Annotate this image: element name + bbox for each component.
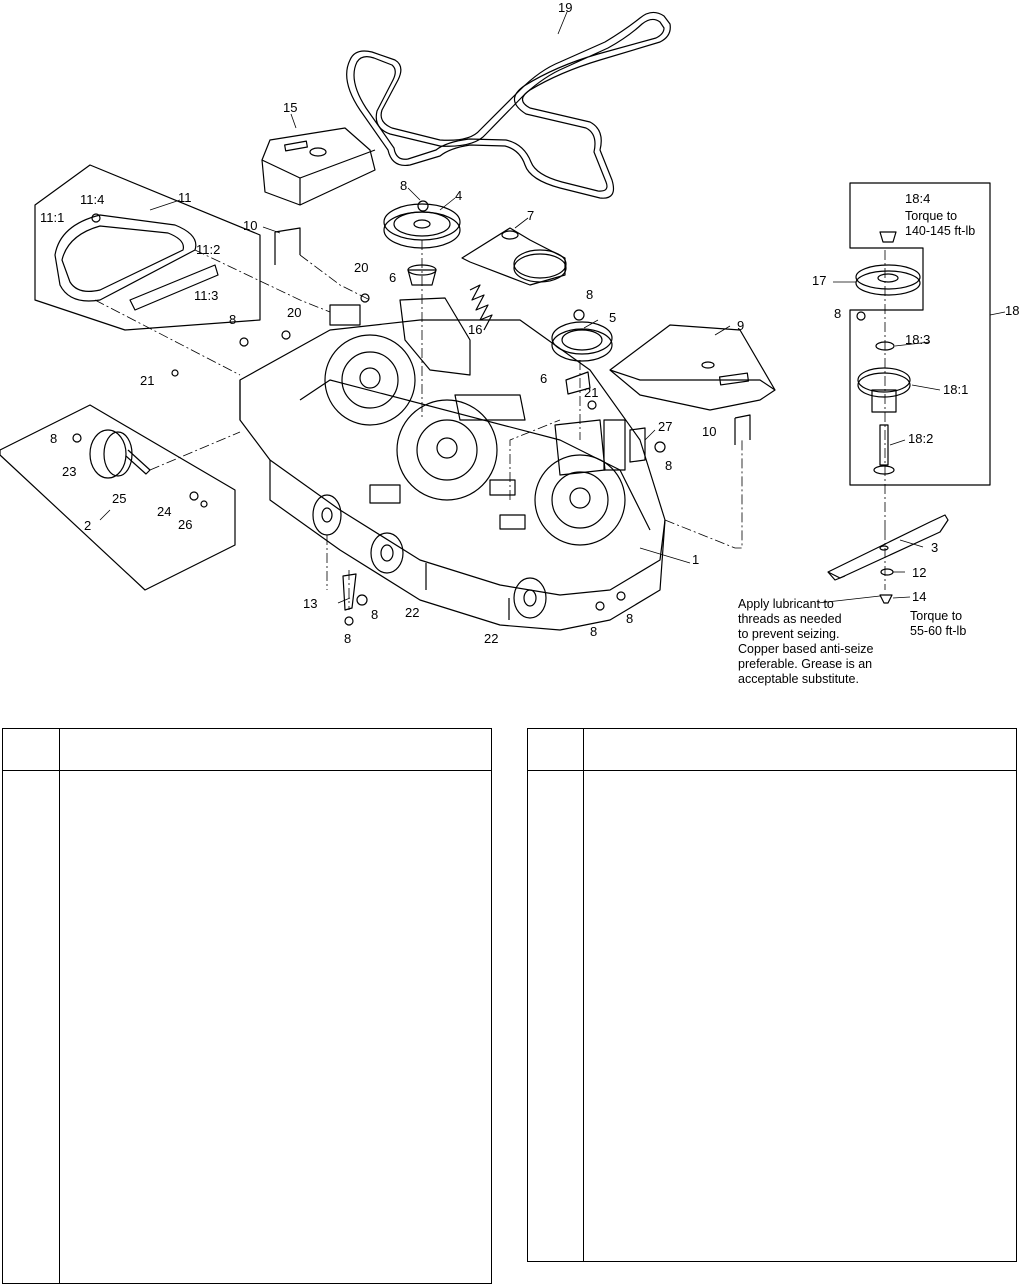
parts-table-left (2, 728, 492, 1284)
pulley-5-drawing (551, 321, 613, 395)
callout-11-3: 11:3 (194, 288, 218, 303)
callout-1: 1 (692, 552, 699, 567)
callout-23: 23 (62, 464, 76, 479)
callout-16: 16 (468, 322, 482, 337)
callout-18-2: 18:2 (908, 431, 933, 446)
lubricant-line-2: threads as needed (738, 612, 842, 626)
callout-11-2: 11:2 (196, 242, 220, 257)
callout-8-b4: 8 (626, 611, 633, 626)
spindle-torque-line-2: 140-145 ft-lb (905, 224, 976, 238)
callout-11-1: 11:1 (40, 210, 64, 225)
parts-table-right-header (528, 729, 1016, 771)
belt-drawing (346, 11, 671, 199)
callout-8-right: 8 (834, 306, 841, 321)
callout-15: 15 (283, 100, 297, 115)
lubricant-line-3: to prevent seizing. (738, 627, 840, 641)
callout-14: 14 (912, 589, 926, 604)
leader-lines (99, 11, 1006, 604)
parts-table-right-header-desc (584, 729, 1016, 770)
callout-18: 18 (1005, 303, 1019, 318)
callout-8-bracket: 8 (665, 458, 672, 473)
callout-7: 7 (527, 208, 534, 223)
callout-21-right: 21 (584, 385, 598, 400)
lubricant-line-1: Apply lubricant to (738, 597, 834, 611)
spindle-torque-line-1: Torque to (905, 209, 958, 223)
parts-table-left-header (3, 729, 491, 771)
callout-19: 19 (558, 0, 572, 15)
alignment-lines (94, 240, 886, 610)
callout-3: 3 (931, 540, 938, 555)
callout-11: 11 (178, 190, 192, 205)
hardware-drawings (72, 200, 866, 626)
spindle-assembly-frame (849, 182, 991, 486)
deck-cover-right-drawing (609, 324, 776, 411)
callout-11-4: 11:4 (80, 192, 104, 207)
mower-deck-housing (239, 297, 666, 631)
callout-10-right: 10 (702, 424, 716, 439)
callout-18-3: 18:3 (905, 332, 930, 347)
parts-table-left-header-ref (3, 729, 59, 770)
parts-table-left-column-divider (59, 729, 60, 1283)
belt-cover-drawing (261, 127, 376, 206)
callout-24: 24 (157, 504, 171, 519)
blade-drawing (827, 514, 949, 604)
callout-6-right: 6 (540, 371, 547, 386)
callout-8-left: 8 (229, 312, 236, 327)
callout-18-1: 18:1 (943, 382, 968, 397)
callout-13: 13 (303, 596, 317, 611)
parts-table-right (527, 728, 1017, 1262)
spring-drawing (469, 284, 493, 331)
blade-torque-line-1: Torque to (910, 609, 963, 623)
callout-21-left: 21 (140, 373, 154, 388)
callout-8-wheel: 8 (50, 431, 57, 446)
callout-27: 27 (658, 419, 672, 434)
callout-20-lower: 20 (287, 305, 301, 320)
lubricant-note: Apply lubricant to threads as needed to … (738, 597, 874, 687)
blade-torque-note: Torque to 55-60 ft-lb (910, 609, 966, 639)
callout-17: 17 (812, 273, 826, 288)
spindle-torque-note: Torque to 140-145 ft-lb (905, 209, 975, 239)
lubricant-line-6: acceptable substitute. (738, 672, 859, 686)
callout-12: 12 (912, 565, 926, 580)
callout-9: 9 (737, 318, 744, 333)
callout-18-4: 18:4 (905, 191, 930, 206)
parts-table-right-header-ref (528, 729, 583, 770)
callout-20-upper: 20 (354, 260, 368, 275)
callout-22-left: 22 (405, 605, 419, 620)
exploded-parts-diagram: 19 15 11 11:4 11:1 11:2 11:3 10 8 4 7 20… (0, 0, 1019, 646)
idler-arm-drawing (461, 227, 567, 286)
callout-22-right: 22 (484, 631, 498, 646)
callout-8-b3: 8 (590, 624, 597, 639)
callout-8-b1: 8 (344, 631, 351, 646)
parts-table-right-column-divider (583, 729, 584, 1261)
callout-5: 5 (609, 310, 616, 325)
deck-cover-assembly-frame (0, 164, 261, 591)
callout-8-b2: 8 (371, 607, 378, 622)
lubricant-line-4: Copper based anti-seize (738, 642, 874, 656)
callout-25: 25 (112, 491, 126, 506)
callout-26: 26 (178, 517, 192, 532)
blade-torque-line-2: 55-60 ft-lb (910, 624, 967, 638)
parts-table-left-header-desc (60, 729, 491, 770)
callout-8-top: 8 (400, 178, 407, 193)
callout-4: 4 (455, 188, 462, 203)
callout-8-mid: 8 (586, 287, 593, 302)
lubricant-line-5: preferable. Grease is an (738, 657, 873, 671)
callout-2: 2 (84, 518, 91, 533)
callout-6-left: 6 (389, 270, 396, 285)
callout-10-left: 10 (243, 218, 257, 233)
